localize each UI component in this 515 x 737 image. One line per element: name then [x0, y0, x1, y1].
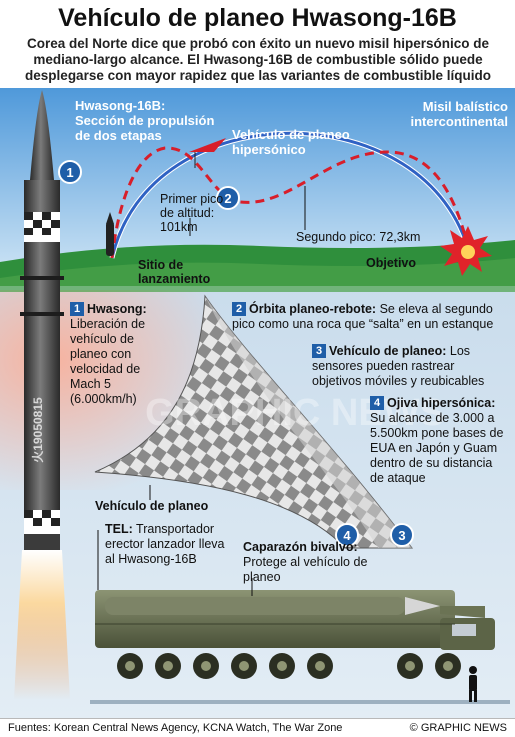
tel-label: TEL: Transportador erector lanzador llev… [105, 522, 235, 567]
section-1-number: 1 [70, 302, 84, 316]
watermark: GRAPHIC NEWS [145, 392, 445, 434]
section-2-text: Se eleva al segundo pico como una roca q… [232, 302, 494, 331]
first-peak-label: Primer pico de altitud: 101km [160, 192, 224, 234]
page-title: Vehículo de planeo Hwasong-16B [58, 4, 457, 32]
tel-title: TEL: [105, 522, 133, 536]
svg-text:2: 2 [224, 191, 231, 206]
launch-site-label: Sitio de lanzamiento [138, 258, 211, 286]
second-peak-label: Segundo pico: 72,3km [296, 230, 421, 244]
section-4-text: Su alcance de 3.000 a 5.500km pone bases… [370, 411, 504, 485]
section-3-title: Vehículo de planeo: [329, 344, 447, 358]
tel-text: Transportador erector lanzador lleva al … [105, 522, 225, 566]
section-3-number: 3 [312, 344, 326, 358]
missile-marking: 火19050815 [31, 397, 45, 463]
glider-label: Vehículo de planeo hipersónico [232, 127, 350, 157]
propulsion-label: Hwasong-16B: Sección de propulsión de do… [75, 98, 215, 143]
svg-text:1: 1 [66, 165, 73, 180]
marker-4: 4 [335, 523, 359, 547]
marker-2: 2 [216, 186, 240, 210]
shroud-text: Protege al vehículo de planeo [243, 555, 368, 584]
section-1-title: Hwasong: [87, 302, 147, 316]
glide-vehicle-label: Vehículo de planeo [95, 499, 209, 513]
section-4-title: Ojiva hipersónica: [387, 396, 496, 410]
section-4-number: 4 [370, 396, 384, 410]
footer: Fuentes: Korean Central News Agency, KCN… [0, 718, 515, 737]
launch-missile-icon [106, 222, 114, 256]
tel-vehicle [90, 590, 510, 704]
credit-text: © GRAPHIC NEWS [409, 722, 507, 734]
svg-text:3: 3 [398, 528, 405, 543]
section-2-title: Órbita planeo-rebote: [249, 302, 377, 316]
sources-text: Fuentes: Korean Central News Agency, KCN… [8, 722, 343, 734]
icbm-label: Misil balístico intercontinental [410, 99, 508, 129]
glider-marker [189, 138, 226, 152]
icbm-trajectory [110, 131, 472, 259]
marker-1: 1 [58, 160, 82, 184]
marker-3: 3 [390, 523, 414, 547]
section-3-text: Los sensores pueden rastrear objetivos m… [312, 344, 485, 388]
target-label: Objetivo [366, 256, 417, 270]
shroud-title: Caparazón bivalvo: [243, 540, 358, 554]
hwasong-missile [14, 90, 70, 700]
glide-trajectory [110, 146, 472, 259]
person-silhouette [469, 666, 477, 702]
glide-vehicle [94, 294, 414, 549]
svg-text:4: 4 [343, 528, 351, 543]
intro-text: Corea del Norte dice que probó con éxito… [25, 36, 491, 83]
shroud-label: Caparazón bivalvo: Protege al vehículo d… [243, 540, 373, 585]
section-1-text: Liberación de vehículo de planeo con vel… [70, 317, 146, 406]
section-2-number: 2 [232, 302, 246, 316]
